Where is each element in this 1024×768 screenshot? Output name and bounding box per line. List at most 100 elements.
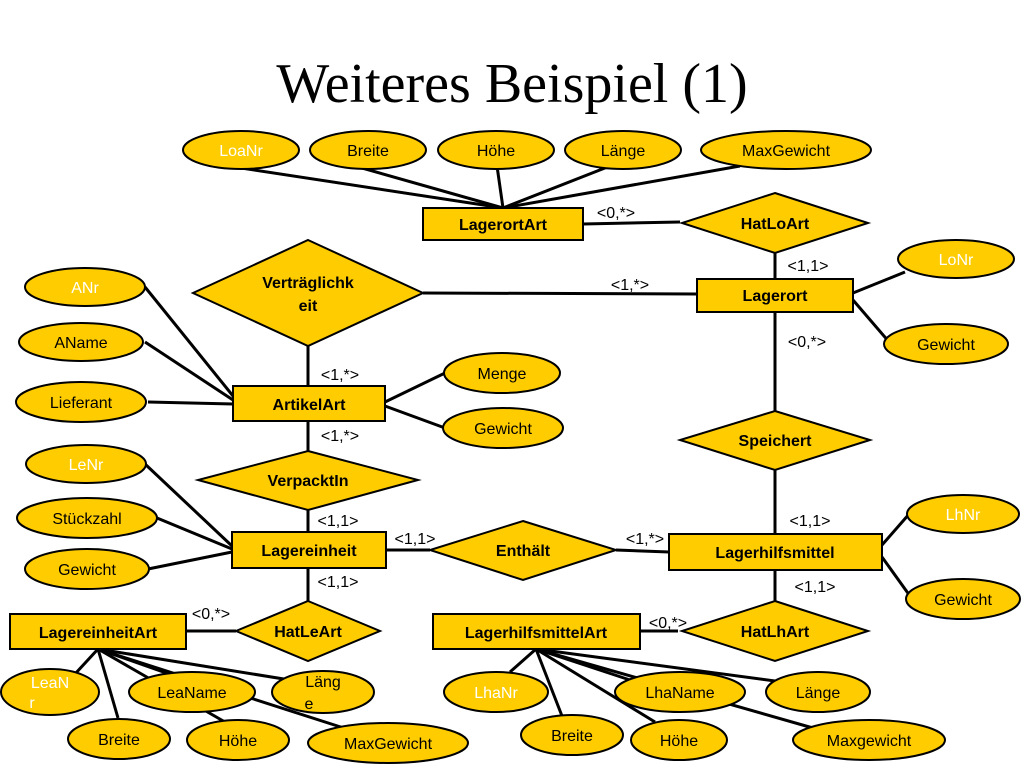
cardinality-label: <1,1> xyxy=(318,513,359,530)
relationship-speichert[interactable]: Speichert xyxy=(676,409,874,472)
relationship-verpacktin[interactable]: VerpacktIn xyxy=(194,449,422,512)
attribute-lenr[interactable]: LeNr xyxy=(25,444,147,484)
attribute-loa-laenge[interactable]: Länge xyxy=(564,130,682,170)
entity-artikelart[interactable]: ArtikelArt xyxy=(232,385,386,422)
attribute-label: LoNr xyxy=(939,252,974,269)
attribute-lea-hoehe[interactable]: Höhe xyxy=(186,719,290,761)
attribute-lieferant[interactable]: Lieferant xyxy=(15,381,147,423)
relationship-label: HatLeArt xyxy=(274,624,342,641)
cardinality-label: <1,1> xyxy=(788,258,829,275)
attribute-label: Länge xyxy=(796,685,841,702)
attribute-label: ANr xyxy=(71,280,99,297)
attribute-lea-breite[interactable]: Breite xyxy=(67,718,171,760)
attribute-va-gewicht[interactable]: Gewicht xyxy=(442,407,564,449)
attribute-loa-hoehe[interactable]: Höhe xyxy=(437,130,555,170)
attribute-label: LhaName xyxy=(645,685,714,702)
edge-lha-laenge xyxy=(535,647,791,685)
edge-stueckzahl xyxy=(156,516,233,551)
entity-lagerort[interactable]: Lagerort xyxy=(696,278,854,313)
relationship-label: VerpacktIn xyxy=(268,473,349,490)
relationship-label: Speichert xyxy=(739,433,813,450)
attribute-label: Gewicht xyxy=(934,592,992,609)
attribute-label: LoaNr xyxy=(219,143,263,160)
attribute-aname[interactable]: AName xyxy=(18,322,144,362)
attribute-label: Höhe xyxy=(660,733,698,750)
attribute-le-gewicht[interactable]: Gewicht xyxy=(24,548,150,590)
relationship-label: eit xyxy=(299,298,318,315)
edge-lh-gewicht xyxy=(880,556,912,597)
attribute-lha-maxgewicht[interactable]: Maxgewicht xyxy=(792,719,946,761)
edge-lonr xyxy=(852,270,906,295)
attribute-label: LhNr xyxy=(946,507,981,524)
attribute-loanr[interactable]: LoaNr xyxy=(182,130,300,170)
edge-lenr xyxy=(143,462,234,548)
entity-lagereinheit[interactable]: Lagereinheit xyxy=(231,531,387,569)
relationship-hatloart[interactable]: HatLoArt xyxy=(678,191,872,255)
edge-lha-hoehe xyxy=(535,647,656,724)
attribute-label: MaxGewicht xyxy=(742,143,831,160)
attribute-lhaname[interactable]: LhaName xyxy=(614,671,746,713)
attribute-stueckzahl[interactable]: Stückzahl xyxy=(16,497,158,539)
attribute-label: LeNr xyxy=(69,457,104,474)
edge-lha-breite xyxy=(534,648,564,717)
relationship-hatleart[interactable]: HatLeArt xyxy=(233,599,383,663)
relationship-hatlhart[interactable]: HatLhArt xyxy=(678,599,872,663)
connector-lines xyxy=(61,164,912,732)
attribute-lea-laenge[interactable]: Läng e xyxy=(271,670,375,714)
edge-enthaelt-lagerhilfsmittel xyxy=(615,548,670,554)
attribute-lo-gewicht[interactable]: Gewicht xyxy=(883,323,1009,365)
attribute-label: Länge xyxy=(601,143,646,160)
edge-lea-breite xyxy=(96,648,120,719)
attribute-label: Maxgewicht xyxy=(827,733,912,750)
entity-lagereinheitart[interactable]: LagereinheitArt xyxy=(9,613,187,650)
entity-label: LagerortArt xyxy=(459,217,548,234)
attribute-menge[interactable]: Menge xyxy=(443,352,561,394)
attribute-lhnr[interactable]: LhNr xyxy=(906,494,1020,534)
cardinality-label: <1,1> xyxy=(318,574,359,591)
relationship-vertraeglichkeit[interactable]: Verträglichk eit xyxy=(190,238,426,348)
edge-lhanr xyxy=(509,647,537,674)
cardinality-label: <1,*> xyxy=(626,531,664,548)
attribute-lha-laenge[interactable]: Länge xyxy=(765,671,871,713)
entity-label: Lagerort xyxy=(743,288,809,305)
entity-lagerhilfsmittel[interactable]: Lagerhilfsmittel xyxy=(668,533,883,571)
edge-vertraeglichkeit-lagerort xyxy=(422,291,698,296)
relationship-label: Enthält xyxy=(496,543,551,560)
entity-lagerhilfsmittelart[interactable]: LagerhilfsmittelArt xyxy=(432,613,641,650)
attribute-label: LeaName xyxy=(157,685,226,702)
cardinality-label: <1,*> xyxy=(611,277,649,294)
edge-lea-laenge xyxy=(97,647,291,682)
attribute-lha-breite[interactable]: Breite xyxy=(520,714,624,756)
attribute-leaname[interactable]: LeaName xyxy=(128,671,256,713)
attribute-lha-hoehe[interactable]: Höhe xyxy=(630,719,728,761)
edge-loa-breite xyxy=(354,164,504,210)
entity-label: ArtikelArt xyxy=(273,397,347,414)
relationship-label: HatLhArt xyxy=(741,624,810,641)
attribute-leanr[interactable]: LeaN r xyxy=(0,668,100,716)
edge-lo-gewicht xyxy=(851,299,892,344)
attribute-lhanr[interactable]: LhaNr xyxy=(443,671,549,713)
attribute-loa-maxgewicht[interactable]: MaxGewicht xyxy=(700,130,872,170)
entity-lagerortart[interactable]: LagerortArt xyxy=(422,207,584,241)
edge-loa-maxgewicht xyxy=(502,164,741,210)
attribute-label: r xyxy=(29,695,35,712)
relationship-label: HatLoArt xyxy=(741,216,810,233)
attribute-lonr[interactable]: LoNr xyxy=(897,239,1015,279)
edge-aname xyxy=(144,340,234,402)
attribute-loa-breite[interactable]: Breite xyxy=(309,130,427,170)
attribute-lea-maxgewicht[interactable]: MaxGewicht xyxy=(307,722,469,764)
entity-label: LagerhilfsmittelArt xyxy=(465,625,608,642)
relationship-enthaelt[interactable]: Enthält xyxy=(426,519,620,582)
cardinality-labels: <0,*> <1,1> <1,*> <0,*> <1,*> <1,*> <1,1… xyxy=(192,205,836,632)
edge-lhnr xyxy=(880,512,912,546)
attribute-label: Menge xyxy=(478,366,527,383)
page-title: Weiteres Beispiel (1) xyxy=(276,53,747,115)
attribute-label: MaxGewicht xyxy=(344,736,433,753)
edge-va-gewicht xyxy=(384,404,446,430)
entity-label: Lagerhilfsmittel xyxy=(715,545,834,562)
cardinality-label: <0,*> xyxy=(788,334,826,351)
edge-menge xyxy=(384,371,446,404)
attribute-lh-gewicht[interactable]: Gewicht xyxy=(905,578,1021,620)
attribute-anr[interactable]: ANr xyxy=(24,267,146,307)
attribute-label: Höhe xyxy=(477,143,515,160)
